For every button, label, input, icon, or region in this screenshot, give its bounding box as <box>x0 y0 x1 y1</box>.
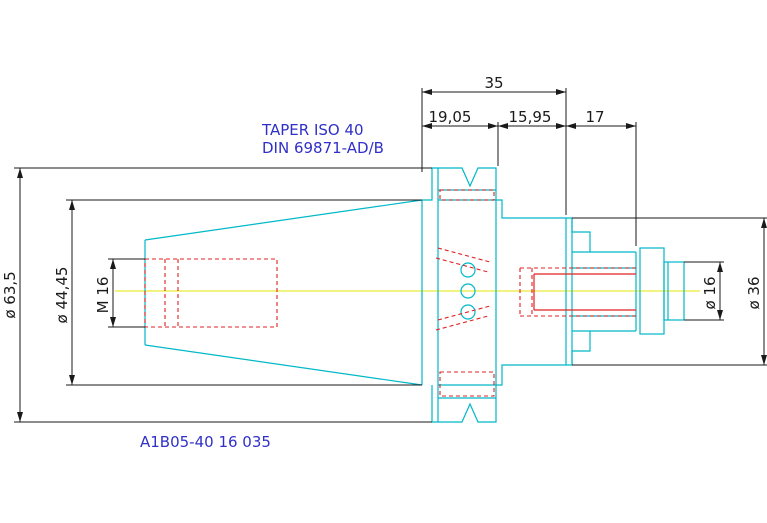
dim-thread: M 16 <box>94 277 112 314</box>
bore-thread <box>533 273 636 311</box>
dim-bore-diameter: ø 16 <box>701 276 719 309</box>
dim-overall-length: 35 <box>484 74 503 92</box>
dim-flange-diameter: ø 63,5 <box>1 271 19 318</box>
din-spec-label: DIN 69871-AD/B <box>262 139 384 157</box>
dim-taper-diameter: ø 44,45 <box>53 267 71 324</box>
dim-nose-length: 17 <box>585 108 604 126</box>
dim-body-diameter: ø 36 <box>745 276 763 309</box>
dimension-lines <box>14 88 767 423</box>
holder-outline <box>144 167 685 423</box>
part-number-label: A1B05-40 16 035 <box>140 433 271 451</box>
dim-flange-length: 19,05 <box>429 108 472 126</box>
taper-spec-label: TAPER ISO 40 <box>261 121 364 139</box>
arrowheads <box>17 89 767 422</box>
dim-neck-length: 15,95 <box>509 108 552 126</box>
hidden-features <box>144 189 636 397</box>
